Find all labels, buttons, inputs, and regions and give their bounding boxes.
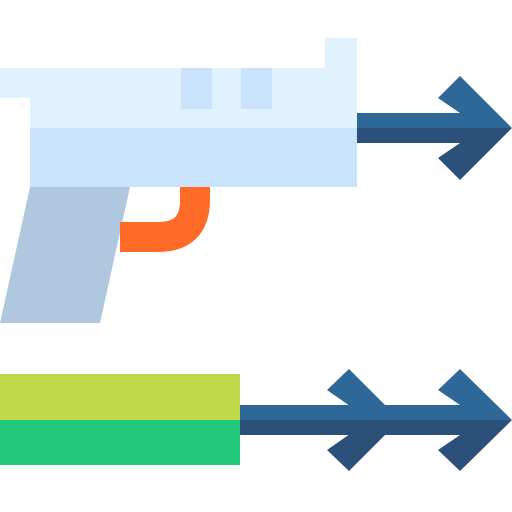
gun-sight-left bbox=[181, 68, 212, 109]
gun-sight-right bbox=[241, 68, 272, 109]
gun-grip bbox=[0, 187, 130, 323]
tank-bottom-stripe bbox=[0, 420, 240, 465]
gun-barrel-bottom bbox=[30, 128, 357, 187]
double-arrow-head-1-top bbox=[327, 369, 400, 420]
spear-head-top-half bbox=[438, 76, 512, 128]
double-arrow-head-1-bottom bbox=[327, 420, 400, 471]
gun-trigger-guard bbox=[120, 185, 210, 252]
double-arrow-head-2-top bbox=[438, 369, 512, 420]
gun bbox=[0, 38, 357, 323]
spear-shaft-top-half bbox=[357, 113, 492, 128]
double-arrow-head-2-bottom bbox=[438, 420, 512, 471]
tank-top-stripe bbox=[0, 374, 240, 420]
double-arrow bbox=[240, 369, 512, 471]
spear-arrow-top bbox=[357, 76, 512, 180]
tank bbox=[0, 374, 240, 465]
spear-shaft-bottom-half bbox=[357, 128, 492, 143]
gun-barrel-top bbox=[0, 38, 357, 128]
spear-head-bottom-half bbox=[438, 128, 512, 180]
